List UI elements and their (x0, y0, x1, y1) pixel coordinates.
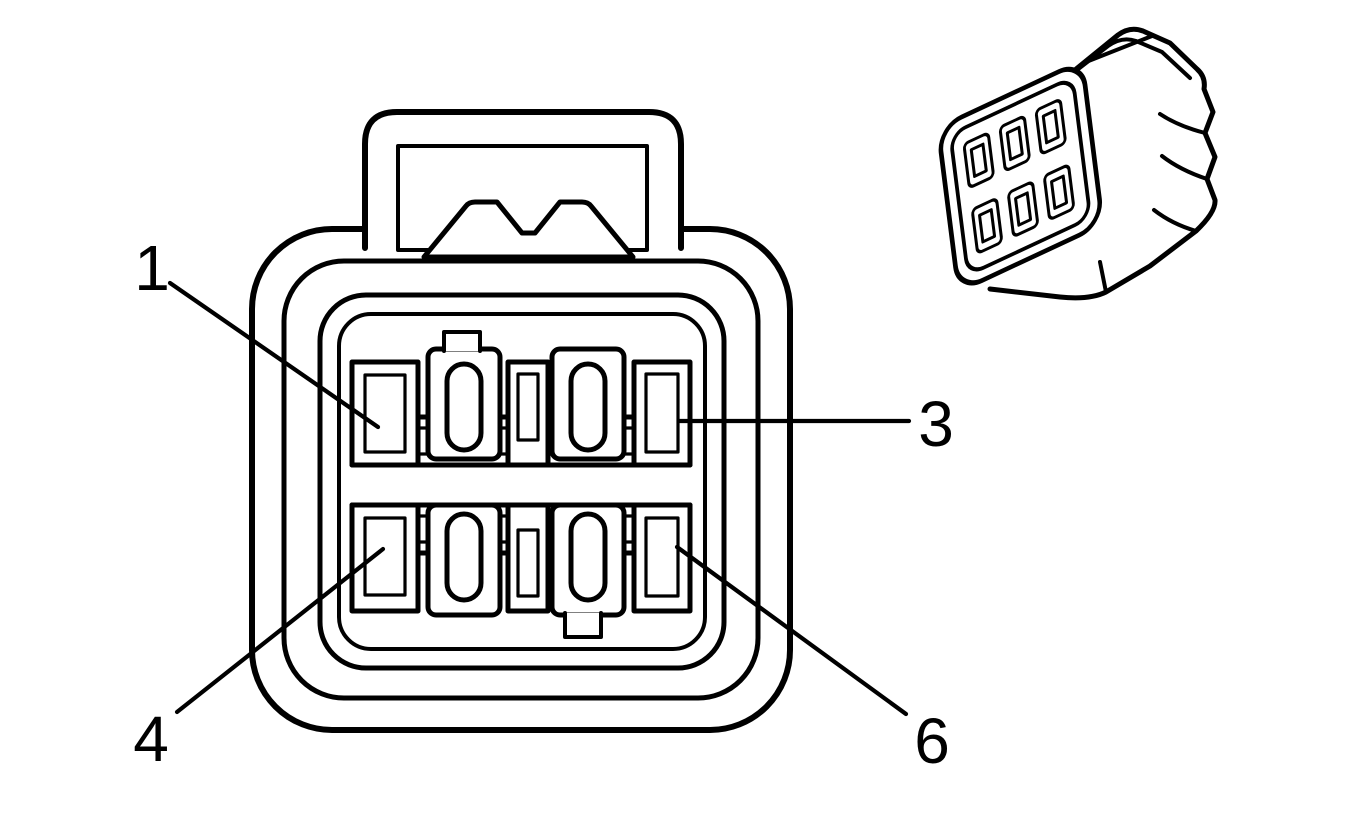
connector-front-view (249, 109, 793, 733)
inner-housing-inner (337, 312, 707, 651)
callout-line-6 (674, 544, 909, 717)
pin-cavity (1007, 181, 1039, 237)
body-bottom-edge-line (1098, 260, 1108, 294)
pin-terminal (1041, 108, 1060, 145)
callout-line-1 (167, 280, 381, 430)
face-inner-outline (950, 80, 1091, 272)
pin-terminal (969, 142, 988, 178)
pin-cavity (1034, 99, 1067, 155)
pin-terminal (1050, 174, 1069, 210)
side-rib-line-1 (1158, 112, 1207, 135)
callouts: 1 3 4 6 (133, 232, 954, 777)
cavity-wall-right-bottom-inner (644, 516, 680, 598)
terminal-pin-oval-top-1 (444, 361, 484, 453)
pin-terminal (978, 208, 997, 244)
pin-cavity (998, 115, 1031, 172)
terminal-row-top (349, 330, 693, 468)
terminal-row-bottom (349, 502, 693, 639)
pin-cavity (1043, 164, 1075, 220)
top-ridge-line-2 (1062, 37, 1192, 82)
pin-terminal (1005, 125, 1024, 162)
cavity-wall-mid-top-inner (516, 372, 540, 442)
lock-latch-profile (421, 199, 636, 260)
side-rib-line-2 (1160, 154, 1209, 181)
connector-perspective-view (938, 26, 1218, 301)
cavity-wall-left-top-inner (363, 373, 407, 454)
callout-label-1: 1 (134, 232, 170, 304)
connector-body-inner-contour (281, 258, 761, 701)
terminal-pin-oval-bottom-1 (444, 511, 484, 603)
terminal-pin-oval-bottom-2 (568, 511, 608, 603)
pin-cavity (962, 132, 995, 188)
perspective-mating-face (938, 66, 1102, 286)
cavity-wall-right-top-inner (644, 372, 680, 454)
terminal-pin-oval-top-2 (568, 361, 608, 453)
side-rib-line-3 (1152, 208, 1198, 233)
callout-label-3: 3 (918, 388, 954, 460)
pin-cavity (971, 198, 1003, 254)
index-tab-top (442, 330, 482, 353)
callout-label-4: 4 (133, 703, 169, 775)
index-tab-bottom (563, 611, 603, 639)
pin-terminal (1014, 191, 1033, 227)
callout-label-6: 6 (914, 705, 950, 777)
cavity-wall-mid-bottom-inner (516, 528, 540, 598)
top-ridge-line-1 (1084, 34, 1154, 64)
callout-line-4 (174, 546, 386, 715)
